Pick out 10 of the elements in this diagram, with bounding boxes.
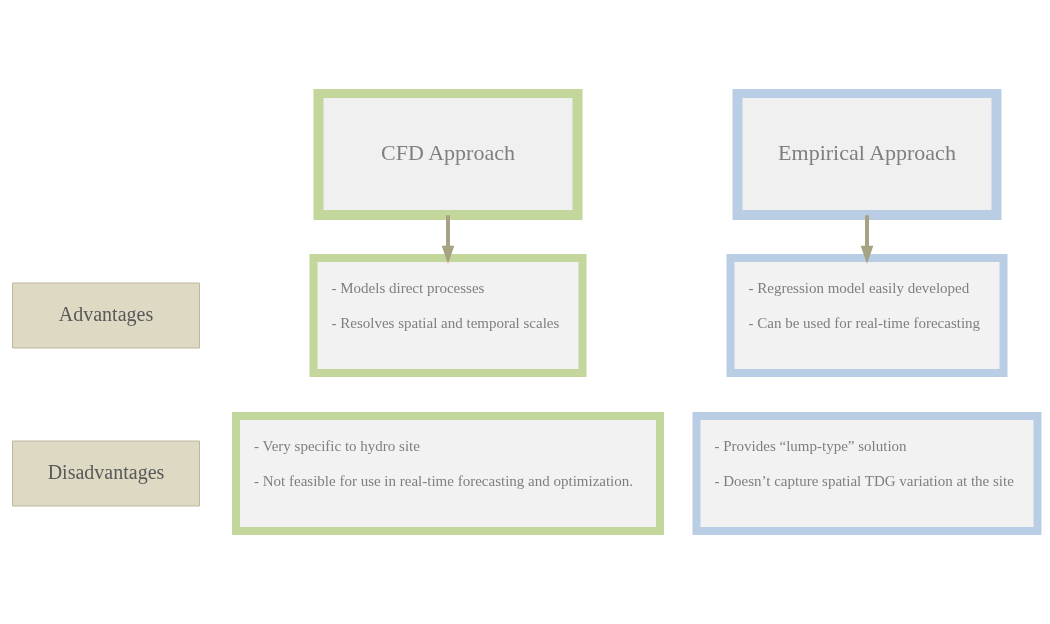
arrow bbox=[441, 215, 455, 264]
node-box: - Models direct processes - Resolves spatial and temporal scales bbox=[309, 254, 587, 377]
arrow bbox=[860, 215, 874, 264]
node-box: Advantages bbox=[12, 282, 200, 349]
node-box: Disadvantages bbox=[12, 440, 200, 507]
node-box: CFD Approach bbox=[313, 89, 583, 220]
node-box: - Very specific to hydro site - Not feasible for use in real-time forecasting and optimization. bbox=[232, 412, 664, 535]
node-box: Empirical Approach bbox=[732, 89, 1002, 220]
node-box: - Provides “lump-type” solution - Doesn’t capture spatial TDG variation at the site bbox=[692, 412, 1042, 535]
node-box: - Regression model easily developed - Can be used for real-time forecasting bbox=[726, 254, 1008, 377]
